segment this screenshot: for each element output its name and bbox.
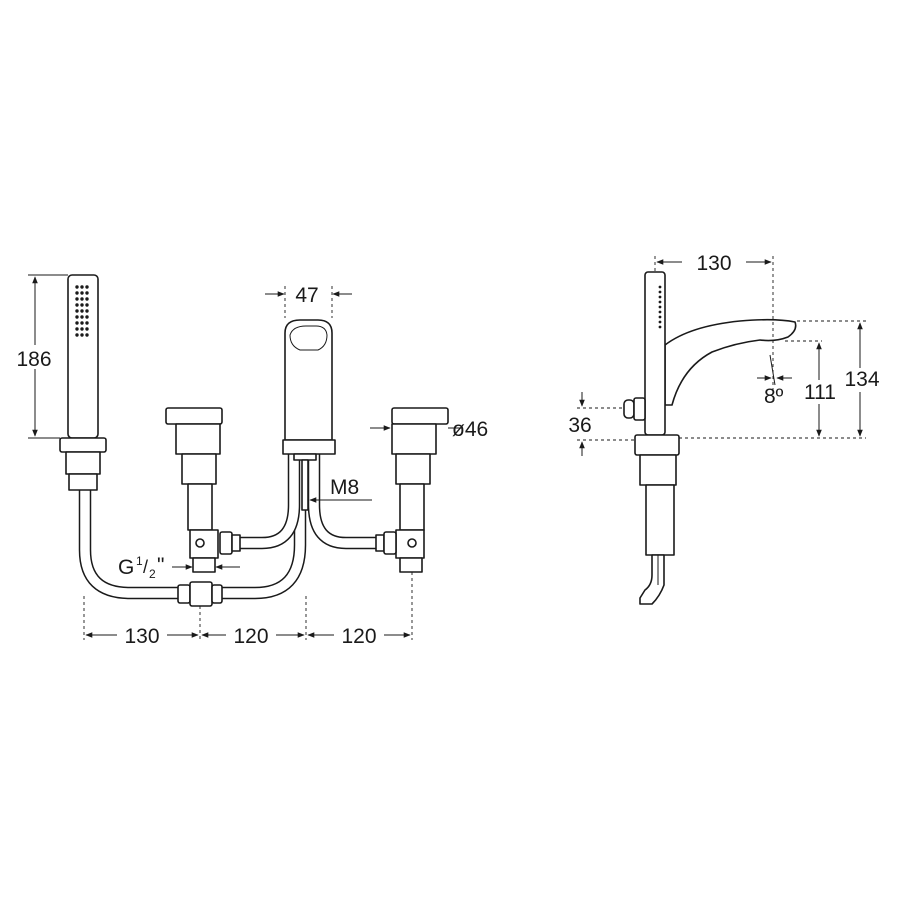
dimension-side-lever-height: 36	[568, 392, 635, 456]
hand-shower	[59, 274, 107, 491]
label-186: 186	[16, 348, 51, 371]
left-coupling	[219, 531, 241, 555]
label-47: 47	[295, 284, 318, 307]
label-thread-g: G 1 / 2 "	[118, 554, 240, 581]
label-thread-m8: M8	[309, 476, 372, 503]
label-g-num: 1	[136, 554, 143, 568]
label-side-angle: 8º	[764, 385, 784, 408]
label-g: G	[118, 556, 134, 579]
label-side-lever-height: 36	[568, 414, 591, 437]
label-spacing-left: 130	[124, 625, 159, 648]
label-diameter: ø46	[452, 418, 488, 441]
side-spray-holes	[658, 285, 662, 329]
dimension-side-reach: 130	[654, 252, 774, 390]
dimension-spacing: 130 120 120	[83, 572, 413, 648]
label-side-spout-height: 111	[804, 381, 836, 404]
tee-coupling	[177, 581, 223, 607]
label-g-inch: "	[157, 554, 164, 577]
label-side-total-height: 134	[844, 368, 879, 391]
label-spacing-mid: 120	[233, 625, 268, 648]
right-coupling	[375, 531, 397, 555]
hoses	[78, 448, 385, 600]
spout	[282, 319, 336, 511]
front-view: 186 47 ø46 M8 G 1 / 2 "	[12, 274, 488, 648]
label-side-reach: 130	[696, 252, 731, 275]
label-g-sep: /	[143, 557, 148, 577]
dimension-diameter: ø46	[370, 418, 488, 441]
dimension-front-height: 186	[12, 274, 68, 439]
label-g-den: 2	[149, 567, 156, 581]
side-view: 130 8º 111 134	[568, 252, 884, 605]
right-valve	[375, 407, 449, 573]
spray-holes	[75, 285, 89, 337]
dimension-side-total-height: 134	[679, 320, 884, 439]
label-m8: M8	[330, 476, 359, 499]
dimension-side-spout-height: 111	[785, 340, 839, 437]
label-spacing-right: 120	[341, 625, 376, 648]
dimension-spout-width: 47	[265, 284, 352, 318]
left-valve	[165, 407, 241, 573]
dimension-side-angle: 8º	[757, 354, 792, 408]
side-body	[623, 271, 797, 605]
